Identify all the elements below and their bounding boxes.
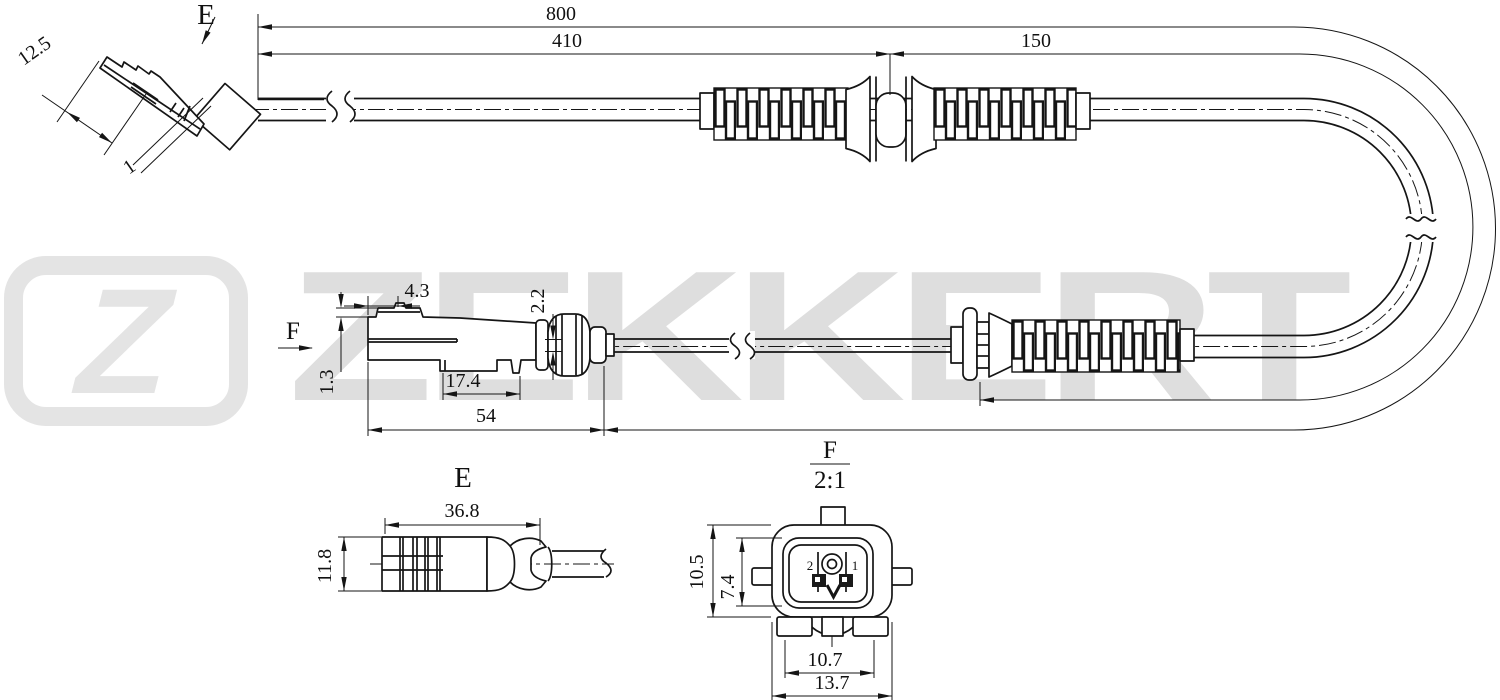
dim-label-10-5: 10.5 <box>686 555 708 590</box>
center-boss <box>821 553 843 575</box>
dim-4-3: 4.3 <box>344 280 430 315</box>
dim-label-11-8: 11.8 <box>314 549 336 583</box>
grommet-bell-right <box>911 75 937 163</box>
dim-1-3: 1.3 <box>316 292 377 395</box>
dim-2-2: 2.2 <box>527 289 562 380</box>
cable-break-3 <box>729 331 756 360</box>
brand-logo: Z <box>4 256 248 426</box>
connector-side-view: F <box>278 280 1195 436</box>
section-label-f: F <box>286 318 300 345</box>
dim-10-7: 10.7 <box>784 640 875 678</box>
corrugated-sleeve-2 <box>1011 319 1195 373</box>
dim-label-13-7: 13.7 <box>815 672 850 694</box>
dim-label-12-5: 12.5 <box>14 32 55 70</box>
sensor-head-top-view <box>381 536 488 592</box>
view-f: F 2:1 2 1 <box>686 437 913 700</box>
dim-label-2-2: 2.2 <box>527 289 549 314</box>
view-e: E 36.8 <box>314 462 614 592</box>
connector-body <box>367 302 537 374</box>
dim-label-4-3: 4.3 <box>405 280 430 302</box>
firewall-grommet <box>950 307 1013 381</box>
dim-12-5: 12.5 <box>14 32 147 156</box>
dim-label-17-4: 17.4 <box>446 370 481 392</box>
section-arrow-f: F <box>278 318 313 351</box>
dim-label-7-4: 7.4 <box>717 575 739 600</box>
cable-break-2 <box>1402 214 1444 242</box>
dim-13-7: 13.7 <box>771 622 893 700</box>
dim-10-5: 10.5 <box>686 524 771 618</box>
wing-right <box>890 567 913 586</box>
terminal-number-2: 2 <box>807 558 814 573</box>
grommet-bell <box>988 312 1013 378</box>
cable-break-4 <box>600 548 612 578</box>
sleeve-cap <box>1075 92 1091 130</box>
dim-label-36-8: 36.8 <box>445 500 480 522</box>
dim-label-150: 150 <box>1021 30 1051 52</box>
sleeve-cap <box>699 92 715 130</box>
view-f-label: F <box>823 437 837 464</box>
wing-left <box>751 567 774 586</box>
cable-boot <box>589 326 607 364</box>
cable-centerline <box>252 109 1423 347</box>
dim-410: 410 <box>258 30 891 95</box>
dim-7-4: 7.4 <box>717 537 782 607</box>
grommet-center <box>875 92 907 148</box>
grommet-bell-left <box>845 75 871 163</box>
connector-top-tab <box>820 506 846 528</box>
sleeve-cap <box>1179 328 1195 362</box>
connector-face-ring <box>782 537 874 609</box>
section-label-e: E <box>197 0 215 31</box>
connector-grommet <box>535 313 615 377</box>
polarization-key <box>825 584 842 601</box>
dim-label-410: 410 <box>552 30 582 52</box>
terminal-number-1: 1 <box>852 558 859 573</box>
section-arrow-e: E <box>197 0 216 46</box>
dim-label-1-3: 1.3 <box>316 370 338 395</box>
dim-36-8: 36.8 <box>384 500 541 545</box>
cable-break-1 <box>326 88 356 132</box>
connector-face-inner <box>788 544 868 603</box>
mounting-bracket <box>193 82 262 151</box>
dim-label-1: 1 <box>119 155 140 179</box>
dim-150: 150 <box>890 30 1474 406</box>
dim-800: 800 <box>257 3 1496 433</box>
view-e-label: E <box>454 462 472 494</box>
dim-17-4: 17.4 <box>442 370 521 400</box>
view-f-scale: 2:1 <box>814 467 846 494</box>
dim-label-800: 800 <box>546 3 576 25</box>
dim-54: 54 <box>367 362 605 436</box>
connector-face-bottom <box>776 616 889 637</box>
dim-11-8: 11.8 <box>314 536 381 592</box>
firewall-flange <box>962 307 978 381</box>
dim-label-54: 54 <box>476 405 496 427</box>
corrugated-sleeve-1 <box>699 75 1091 163</box>
sensor-head <box>99 56 262 151</box>
dim-label-10-7: 10.7 <box>808 649 843 671</box>
fork-clip <box>486 536 547 592</box>
main-view <box>252 75 1444 359</box>
